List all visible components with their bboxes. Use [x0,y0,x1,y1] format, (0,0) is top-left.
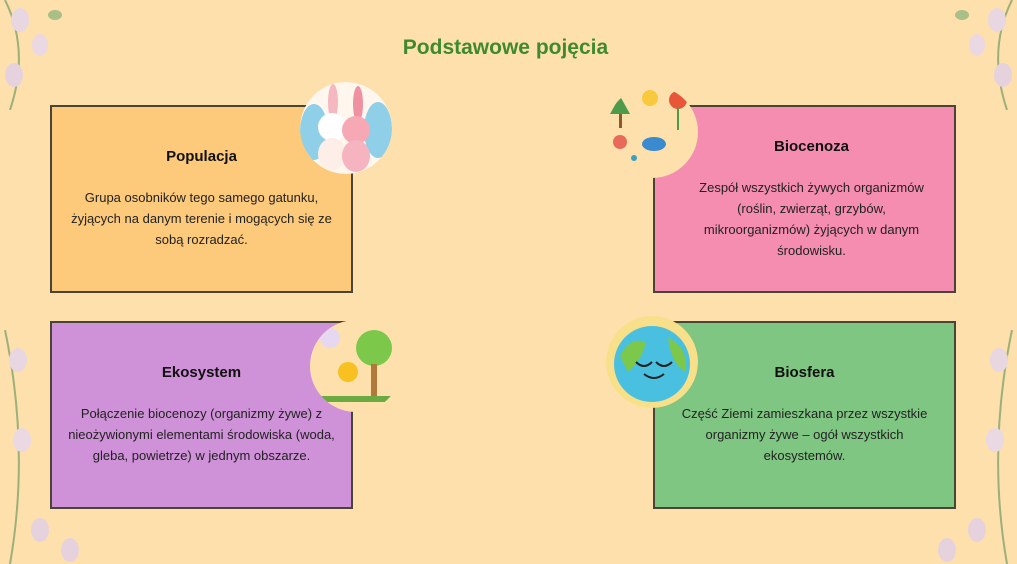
card-text: Część Ziemi zamieszkana przez wszystkie … [681,406,928,463]
card-biosfera: Biosfera Część Ziemi zamieszkana przez w… [653,321,956,509]
card-biocenoza: Biocenoza Zespół wszystkich żywych organ… [653,105,956,293]
rabbits-illustration-icon [300,82,392,174]
floral-decoration-icon [955,0,1013,110]
floral-decoration-icon [4,0,62,110]
card-text: Połączenie biocenozy (organizmy żywe) z … [68,406,335,463]
card-text: Grupa osobników tego samego gatunku, żyj… [71,190,332,247]
card-heading: Populacja [166,148,237,165]
card-heading: Biosfera [774,364,835,381]
tree-sun-illustration-icon [310,320,402,412]
card-heading: Biocenoza [773,137,849,155]
earth-illustration-icon [606,316,698,408]
floral-decoration-icon [938,330,1013,564]
card-text: Zespół wszystkich żywych organizmów (roś… [699,179,924,258]
page-title: Podstawowe pojęcia [402,36,609,59]
plants-animals-illustration-icon [606,86,698,178]
floral-decoration-icon [4,330,79,564]
card-ekosystem: Ekosystem Połączenie biocenozy (organizm… [50,321,353,509]
card-heading: Ekosystem [161,364,242,381]
